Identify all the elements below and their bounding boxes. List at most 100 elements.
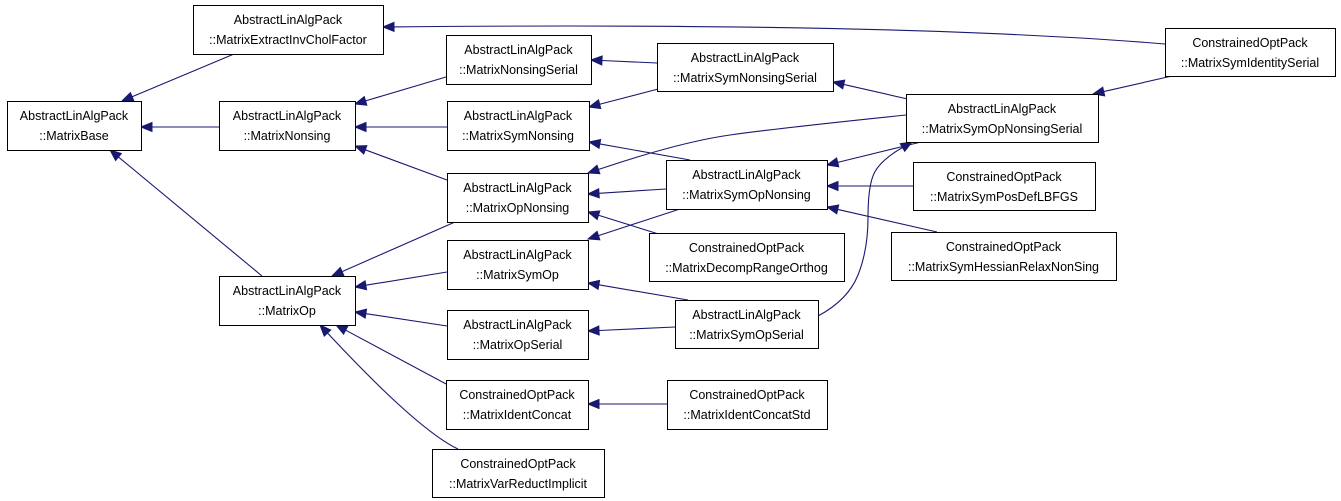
class-node-matrix-base[interactable]: AbstractLinAlgPack::MatrixBase: [7, 101, 142, 151]
class-name-label: ::MatrixSymPosDefLBFGS: [930, 190, 1078, 204]
class-node-matrix-op-nonsing[interactable]: AbstractLinAlgPack::MatrixOpNonsing: [447, 173, 589, 223]
class-namespace-label: ConstrainedOptPack: [689, 388, 805, 402]
class-node-box[interactable]: [657, 43, 834, 92]
class-node-matrix-op[interactable]: AbstractLinAlgPack::MatrixOp: [219, 276, 356, 326]
class-name-label: ::MatrixSymOpSerial: [689, 328, 804, 342]
edge-matrix-sym-op-serial-to-matrix-sym-op-nonsing-serial: [817, 141, 914, 317]
class-node-matrix-ident-concat-std[interactable]: ConstrainedOptPack::MatrixIdentConcatStd: [667, 380, 828, 430]
class-namespace-label: AbstractLinAlgPack: [464, 43, 573, 57]
class-node-matrix-sym-nonsing-serial[interactable]: AbstractLinAlgPack::MatrixSymNonsingSeri…: [657, 43, 834, 92]
edge-line: [843, 83, 913, 101]
class-node-box[interactable]: [219, 101, 356, 151]
class-namespace-label: ConstrainedOptPack: [946, 240, 1062, 254]
class-node-matrix-op-serial[interactable]: AbstractLinAlgPack::MatrixOpSerial: [447, 310, 589, 360]
class-node-box[interactable]: [447, 101, 590, 151]
class-node-matrix-sym-pos-def-lbfgs[interactable]: ConstrainedOptPack::MatrixSymPosDefLBFGS: [913, 162, 1096, 211]
edge-line: [817, 147, 903, 317]
class-namespace-label: ConstrainedOptPack: [459, 388, 575, 402]
class-node-box[interactable]: [447, 173, 589, 223]
edge-line: [365, 271, 448, 286]
class-namespace-label: AbstractLinAlgPack: [692, 308, 801, 322]
edge-matrix-nonsing-serial-to-matrix-nonsing: [353, 76, 447, 106]
class-name-label: ::MatrixDecompRangeOrthog: [665, 261, 828, 275]
edge-line: [598, 188, 667, 194]
class-node-box[interactable]: [446, 380, 589, 430]
class-namespace-label: ConstrainedOptPack: [689, 241, 805, 255]
class-namespace-label: ConstrainedOptPack: [460, 457, 576, 471]
arrowhead-icon: [319, 324, 332, 337]
arrowhead-icon: [353, 121, 367, 133]
class-node-box[interactable]: [193, 5, 384, 55]
edges-layer: [108, 21, 1173, 450]
arrowhead-icon: [353, 308, 368, 319]
arrowhead-icon: [586, 210, 601, 221]
edge-line: [131, 53, 235, 98]
class-node-box[interactable]: [219, 276, 356, 326]
class-name-label: ::MatrixNonsingSerial: [459, 63, 578, 77]
class-node-box[interactable]: [906, 94, 1099, 143]
arrowhead-icon: [589, 55, 603, 66]
arrowhead-icon: [330, 266, 345, 277]
class-node-box[interactable]: [447, 240, 589, 290]
class-node-matrix-sym-op-nonsing[interactable]: AbstractLinAlgPack::MatrixSymOpNonsing: [666, 160, 828, 210]
class-node-matrix-ident-concat[interactable]: ConstrainedOptPack::MatrixIdentConcat: [446, 380, 589, 430]
class-node-box[interactable]: [667, 380, 828, 430]
arrowhead-icon: [139, 121, 153, 133]
arrowhead-icon: [586, 398, 600, 410]
edge-matrix-op-serial-to-matrix-op: [353, 308, 448, 327]
arrowhead-icon: [825, 180, 839, 192]
class-node-box[interactable]: [7, 101, 142, 151]
arrowhead-icon: [334, 324, 349, 336]
class-namespace-label: ConstrainedOptPack: [1192, 36, 1308, 50]
class-name-label: ::MatrixIdentConcat: [463, 408, 572, 422]
edge-matrix-nonsing-to-matrix-base: [139, 121, 219, 133]
class-namespace-label: AbstractLinAlgPack: [233, 109, 342, 123]
class-node-box[interactable]: [1165, 28, 1336, 77]
class-node-matrix-sym-op-nonsing-serial[interactable]: AbstractLinAlgPack::MatrixSymOpNonsingSe…: [906, 94, 1099, 143]
edge-matrix-sym-op-to-matrix-op: [353, 271, 448, 291]
class-node-box[interactable]: [666, 160, 828, 210]
edge-line: [365, 76, 447, 102]
class-node-matrix-nonsing[interactable]: AbstractLinAlgPack::MatrixNonsing: [219, 101, 356, 151]
class-name-label: ::MatrixNonsing: [244, 129, 331, 143]
edge-line: [341, 221, 456, 273]
class-namespace-label: AbstractLinAlgPack: [233, 284, 342, 298]
class-node-matrix-sym-op[interactable]: AbstractLinAlgPack::MatrixSymOp: [447, 240, 589, 290]
edge-line: [327, 332, 459, 450]
edge-matrix-sym-op-serial-to-matrix-sym-op: [586, 279, 689, 301]
class-node-box[interactable]: [447, 310, 589, 360]
class-node-box[interactable]: [649, 233, 845, 282]
class-name-label: ::MatrixSymNonsing: [462, 129, 574, 143]
arrowhead-icon: [586, 230, 601, 241]
class-name-label: ::MatrixSymOpNonsingSerial: [922, 122, 1082, 136]
arrowhead-icon: [353, 279, 368, 291]
class-node-box[interactable]: [891, 232, 1117, 281]
class-node-matrix-sym-hessian-relax-non-sing[interactable]: ConstrainedOptPack::MatrixSymHessianRela…: [891, 232, 1117, 281]
class-node-box[interactable]: [913, 162, 1096, 211]
class-node-matrix-sym-op-serial[interactable]: AbstractLinAlgPack::MatrixSymOpSerial: [675, 300, 819, 349]
class-namespace-label: AbstractLinAlgPack: [463, 318, 572, 332]
edge-matrix-sym-op-nonsing-serial-to-matrix-sym-nonsing-serial: [831, 79, 913, 101]
class-node-matrix-var-reduct-implicit[interactable]: ConstrainedOptPack::MatrixVarReductImpli…: [432, 449, 605, 498]
edge-matrix-decomp-range-orthog-to-matrix-op-nonsing: [586, 210, 666, 237]
class-node-box[interactable]: [432, 449, 605, 498]
class-node-matrix-decomp-range-orthog[interactable]: ConstrainedOptPack::MatrixDecompRangeOrt…: [649, 233, 845, 282]
class-node-matrix-sym-identity-serial[interactable]: ConstrainedOptPack::MatrixSymIdentitySer…: [1165, 28, 1336, 77]
class-node-matrix-extract-inv-chol-factor[interactable]: AbstractLinAlgPack::MatrixExtractInvChol…: [193, 5, 384, 55]
class-node-box[interactable]: [675, 300, 819, 349]
arrowhead-icon: [586, 325, 600, 336]
class-namespace-label: AbstractLinAlgPack: [463, 181, 572, 195]
edge-matrix-sym-pos-def-lbfgs-to-matrix-sym-op-nonsing: [825, 180, 913, 192]
arrowhead-icon: [381, 21, 395, 33]
arrowhead-icon: [353, 145, 368, 155]
class-node-box[interactable]: [446, 35, 592, 85]
edge-matrix-sym-op-nonsing-to-matrix-op-nonsing: [586, 188, 667, 199]
class-node-matrix-sym-nonsing[interactable]: AbstractLinAlgPack::MatrixSymNonsing: [447, 101, 590, 151]
edge-matrix-sym-nonsing-serial-to-matrix-nonsing-serial: [589, 55, 658, 66]
edge-line: [598, 214, 666, 237]
edge-matrix-op-nonsing-to-matrix-nonsing: [353, 145, 448, 181]
class-node-matrix-nonsing-serial[interactable]: AbstractLinAlgPack::MatrixNonsingSerial: [446, 35, 592, 85]
class-namespace-label: AbstractLinAlgPack: [691, 51, 800, 65]
arrowhead-icon: [831, 79, 846, 90]
class-namespace-label: AbstractLinAlgPack: [464, 109, 573, 123]
